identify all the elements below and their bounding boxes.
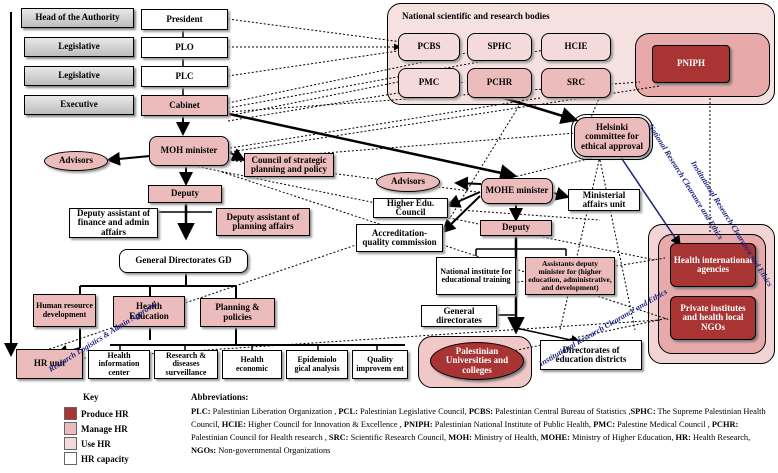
general-directorates-mohe: General directorates bbox=[421, 305, 497, 327]
mohe-minister: MOHE minister bbox=[481, 178, 553, 204]
abbr-key: SPHC: bbox=[630, 407, 656, 416]
key-manage-label: Manage HR bbox=[81, 423, 128, 434]
mohe-deputy: Deputy bbox=[480, 220, 552, 236]
level-legislative-plc: Legislative bbox=[24, 66, 134, 86]
key-produce-label: Produce HR bbox=[81, 408, 129, 419]
key-use: Use HR bbox=[64, 437, 111, 450]
key-manage: Manage HR bbox=[64, 422, 128, 435]
abbr-key: HR: bbox=[675, 433, 691, 442]
abbr-key: PCBS: bbox=[468, 407, 494, 416]
abbreviations-title: Abbreviations: bbox=[191, 392, 249, 402]
key-title: Key bbox=[83, 392, 99, 402]
hr-development: Human resource development bbox=[33, 294, 96, 327]
abbr-key: MOH: bbox=[448, 433, 472, 442]
moh-advisors: Advisors bbox=[44, 151, 108, 171]
abbr-value: Palestinian Liberation Organization , bbox=[210, 407, 339, 416]
abbr-value: Palestine Medical Council , bbox=[615, 420, 712, 429]
hcie-box: HCIE bbox=[541, 33, 611, 61]
abbr-key: PCHR: bbox=[711, 420, 739, 429]
level-legislative-plo: Legislative bbox=[24, 37, 134, 57]
abbr-value: Non-governmental Organizations bbox=[216, 446, 331, 455]
abbr-key: HCIE: bbox=[221, 420, 246, 429]
abbr-value: The Supreme Palestinian Health Council, bbox=[191, 407, 766, 429]
key-produce: Produce HR bbox=[64, 407, 129, 420]
abbr-value: Palestinian Council for Health research … bbox=[191, 433, 329, 442]
abbr-value: Higher Council for Innovation & Excellen… bbox=[245, 420, 404, 429]
key-use-swatch bbox=[64, 437, 77, 450]
health-international-agencies: Health international agencies bbox=[670, 243, 756, 287]
key-capacity: HR capacity bbox=[64, 452, 129, 465]
abbr-key: NGOs: bbox=[191, 446, 217, 455]
sphc-box: SPHC bbox=[467, 33, 532, 61]
mohe-advisors: Advisors bbox=[376, 172, 440, 192]
abbr-key: PLC: bbox=[191, 407, 211, 416]
key-produce-swatch bbox=[64, 407, 77, 420]
council-strategic: Council of strategic planning and policy bbox=[244, 153, 334, 177]
health-information-center: Health information center bbox=[88, 350, 150, 379]
health-economic: Health economic bbox=[222, 350, 282, 379]
level-executive: Executive bbox=[24, 95, 134, 115]
president-box: President bbox=[141, 9, 228, 30]
helsinki-committee: Helsinki committee for ethical approval bbox=[571, 114, 653, 160]
plc-box: PLC bbox=[141, 66, 228, 87]
key-use-label: Use HR bbox=[81, 438, 111, 449]
plo-box: PLO bbox=[141, 37, 228, 58]
private-institutes-ngos: Private institutes and health local NGOs bbox=[670, 296, 756, 340]
abbr-key: PCL: bbox=[338, 407, 358, 416]
abbr-key: PMC: bbox=[593, 420, 616, 429]
key-capacity-swatch bbox=[64, 452, 77, 465]
abbr-value: Palestinian Legislative Council, bbox=[357, 407, 469, 416]
research-surveillance: Research & diseases surveillance bbox=[154, 350, 218, 379]
deputy-finance: Deputy assistant of finance and admin af… bbox=[69, 208, 158, 238]
national-bodies-title: National scientific and research bodies bbox=[402, 11, 550, 21]
abbr-value: Ministry of Health, bbox=[471, 433, 541, 442]
abbreviations-text: PLC: Palestinian Liberation Organization… bbox=[191, 405, 771, 457]
abbr-value: Palestinian Central Bureau of Statistics… bbox=[493, 407, 631, 416]
cabinet-box: Cabinet bbox=[141, 95, 228, 116]
abbr-value: Ministry of Higher Education, bbox=[569, 433, 676, 442]
health-education: Health Education bbox=[113, 296, 185, 327]
directorates-education-districts: Directorates of education districts bbox=[540, 340, 642, 370]
accreditation-commission: Accreditation-quality commission bbox=[356, 224, 443, 252]
key-manage-swatch bbox=[64, 422, 77, 435]
pmc-box: PMC bbox=[398, 68, 460, 98]
national-institute-training: National institute for educational train… bbox=[436, 257, 516, 295]
moh-minister: MOH minister bbox=[149, 136, 229, 166]
epidemiological-analysis: Epidemiolo gical analysis bbox=[286, 350, 348, 379]
key-capacity-label: HR capacity bbox=[81, 453, 129, 464]
abbr-key: PNIPH: bbox=[403, 420, 433, 429]
abbr-value: Scientific Research Council, bbox=[348, 433, 449, 442]
pcbs-box: PCBS bbox=[398, 33, 460, 61]
abbr-key: SRC: bbox=[328, 433, 349, 442]
pchr-box: PCHR bbox=[467, 68, 532, 98]
ministerial-affairs-unit: Ministerial affairs unit bbox=[568, 189, 640, 211]
level-head: Head of the Authority bbox=[21, 8, 134, 28]
planning-policies: Planning & policies bbox=[200, 298, 275, 327]
hr-unit: HR unit bbox=[16, 349, 83, 379]
pniph-box: PNIPH bbox=[652, 45, 730, 83]
abbr-value: Palestinian National Institute of Public… bbox=[432, 420, 594, 429]
src-box: SRC bbox=[541, 68, 611, 98]
palestinian-universities: Palestinian Universities and colleges bbox=[430, 342, 524, 380]
deputy-planning: Deputy assistant of planning affairs bbox=[216, 208, 310, 236]
quality-improvement: Quality improvem ent bbox=[352, 350, 408, 379]
higher-edu-council: Higher Edu. Council bbox=[373, 198, 448, 218]
abbr-key: MOHE: bbox=[540, 433, 570, 442]
abbr-value: Health Research, bbox=[690, 433, 751, 442]
assistants-deputy-minister: Assistants deputy minister for (higher e… bbox=[525, 257, 615, 295]
moh-deputy: Deputy bbox=[148, 185, 222, 203]
general-directorates-gd: General Directorates GD bbox=[119, 249, 248, 273]
